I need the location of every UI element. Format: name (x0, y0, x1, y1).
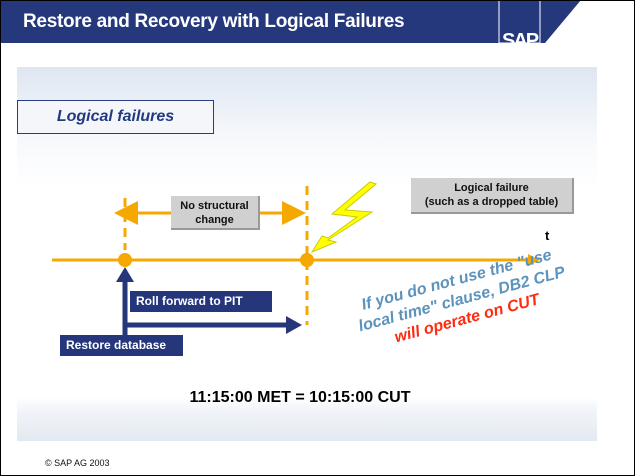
logical-failure-line2: (such as a dropped table) (424, 196, 559, 208)
no-change-line2: change (195, 214, 234, 226)
roll-forward-label: Roll forward to PIT (130, 291, 272, 312)
no-structural-change-box: No structural change (171, 196, 260, 230)
time-axis-arrowhead (528, 254, 540, 266)
failure-point (300, 253, 314, 267)
time-equation: 11:15:00 MET = 10:15:00 CUT (189, 389, 411, 406)
time-axis-label: t (545, 228, 550, 243)
copyright-footer: © SAP AG 2003 (45, 458, 110, 468)
logical-failure-line1: Logical failure (454, 182, 529, 194)
slide-title: Restore and Recovery with Logical Failur… (23, 11, 405, 32)
restore-database-label: Restore database (60, 335, 183, 356)
restore-point (118, 253, 132, 267)
no-change-line1: No structural (180, 200, 249, 212)
sap-logo: SAP (502, 30, 539, 52)
lightning-icon (310, 181, 378, 254)
logical-failure-box: Logical failure (such as a dropped table… (411, 178, 574, 214)
header-banner (0, 0, 581, 44)
section-subtitle: Logical failures (17, 100, 214, 134)
